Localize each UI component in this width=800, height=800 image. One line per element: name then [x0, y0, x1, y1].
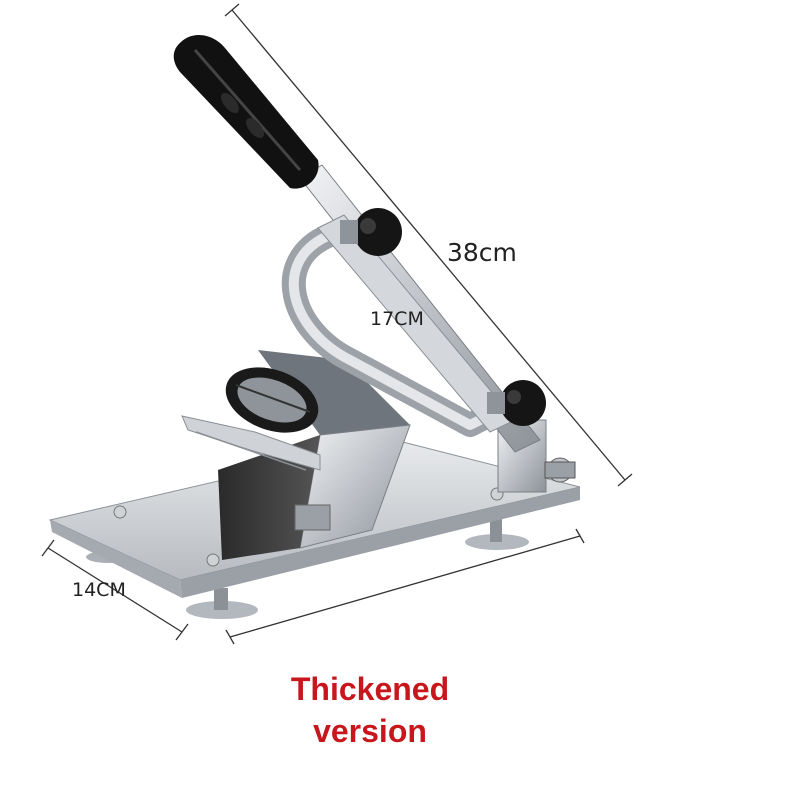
rubber-grip	[173, 34, 319, 189]
caption-line-1: Thickened	[290, 671, 450, 707]
dimension-label-length: 38cm	[447, 238, 517, 267]
dimension-line-base-length	[225, 528, 585, 645]
product-caption: Thickened version	[240, 668, 500, 752]
food-tray	[181, 415, 321, 471]
dimension-label-base-width: 14CM	[72, 579, 126, 601]
u-frame-arm	[281, 223, 532, 437]
adjustment-knobs	[340, 208, 546, 426]
dimension-label-inner-width: 17CM	[370, 308, 424, 330]
dimension-line-base-width	[41, 539, 189, 641]
dimension-line-length	[224, 3, 633, 487]
blade-guard	[225, 367, 319, 433]
caption-line-2: version	[313, 713, 427, 749]
rubber-feet	[86, 516, 529, 619]
